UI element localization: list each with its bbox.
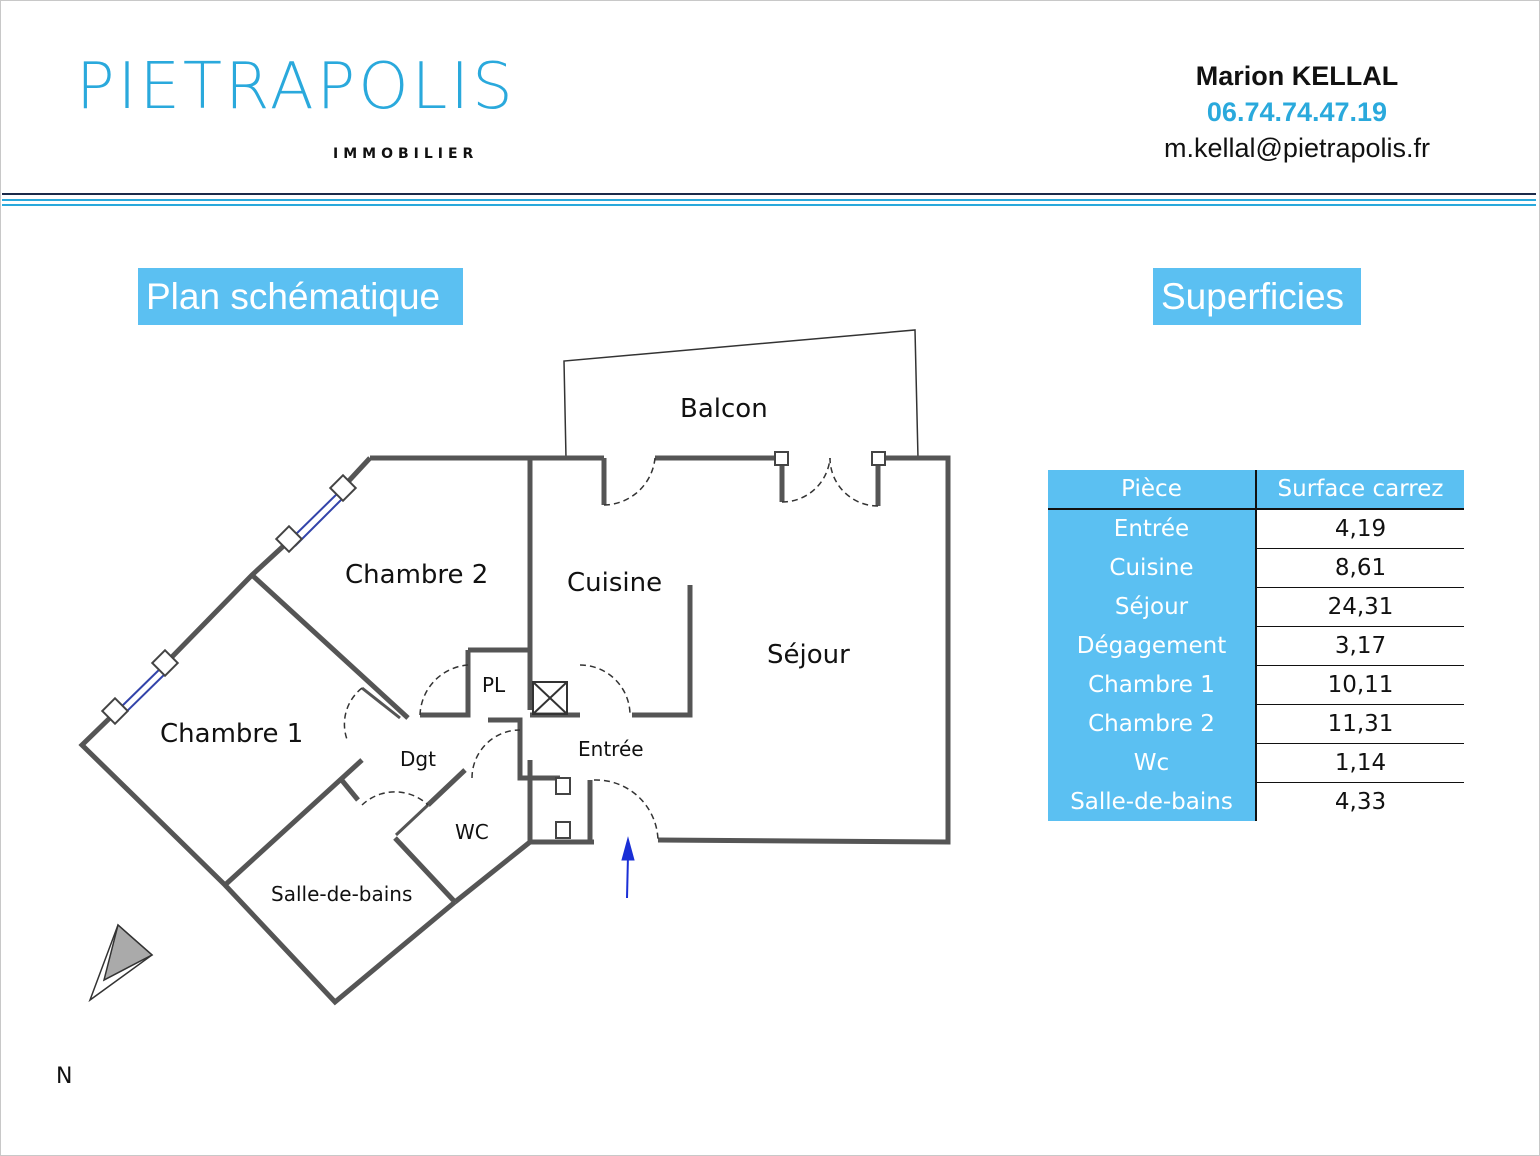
label-wc: WC: [455, 820, 489, 844]
entry-arrow: [621, 836, 635, 899]
wall-cuisine-counter: [632, 585, 693, 718]
label-chambre2: Chambre 2: [345, 560, 488, 590]
label-sejour: Séjour: [767, 640, 850, 670]
label-pl: PL: [482, 673, 506, 697]
table-row: Dégagement 3,17: [1048, 626, 1464, 666]
room-name: Entrée: [1048, 509, 1257, 549]
table-header-row: Pièce Surface carrez: [1048, 470, 1464, 510]
room-surface: 8,61: [1256, 548, 1464, 588]
door-swings: [343, 457, 879, 841]
room-surface: 4,33: [1334, 789, 1387, 815]
label-dgt: Dgt: [400, 747, 436, 771]
table-row: Entrée 4,19: [1048, 509, 1464, 549]
table-row: Cuisine 8,61: [1048, 548, 1464, 588]
wall-sdb-left-stub: [338, 776, 360, 802]
label-balcon: Balcon: [680, 394, 768, 424]
room-name: Séjour: [1048, 587, 1257, 627]
contact-block: Marion KELLAL 06.74.74.47.19 m.kellal@pi…: [1140, 58, 1454, 166]
logo: PIETRAPOLIS: [76, 50, 516, 124]
room-surface: 4,19: [1256, 509, 1464, 549]
wall-sdb-right: [393, 836, 457, 904]
door-jamb-sdb: [394, 803, 430, 837]
table-row: Wc 1,14: [1048, 743, 1464, 783]
table-row: Salle-de-bains 4,33: [1048, 782, 1464, 821]
plan-title-badge: Plan schématique: [138, 268, 463, 325]
logo-subtitle: IMMOBILIER: [333, 146, 479, 162]
contact-phone[interactable]: 06.74.74.47.19: [1206, 97, 1388, 127]
room-surface: 10,11: [1256, 665, 1464, 705]
exterior-wall-top-far: [657, 455, 951, 845]
room-surface: 1,14: [1256, 743, 1464, 783]
room-surface: 3,17: [1256, 626, 1464, 666]
label-chambre1: Chambre 1: [160, 719, 303, 749]
table-row: Chambre 2 11,31: [1048, 704, 1464, 744]
room-name: Dégagement: [1048, 626, 1257, 666]
shaft: [532, 681, 568, 715]
contact-email[interactable]: m.kellal@pietrapolis.fr: [1164, 133, 1430, 163]
header-surface: Surface carrez: [1256, 470, 1464, 510]
door-jamb-ch1: [361, 686, 401, 720]
compass-icon: [88, 923, 154, 1003]
windows: [100, 451, 886, 839]
contact-name: Marion KELLAL: [1195, 61, 1399, 91]
label-entree: Entrée: [578, 737, 644, 761]
label-sdb: Salle-de-bains: [271, 882, 412, 906]
header-piece: Pièce: [1048, 470, 1257, 510]
header-rule-blue-2: [2, 204, 1536, 206]
room-surface: 24,31: [1256, 587, 1464, 627]
table-row: Chambre 1 10,11: [1048, 665, 1464, 705]
exterior-wall-left-upper: [164, 538, 292, 665]
areas-table: Pièce Surface carrez Entrée 4,19 Cuisine…: [1048, 470, 1464, 821]
wall-wc-top: [426, 768, 467, 807]
table-row: Séjour 24,31: [1048, 587, 1464, 627]
room-name: Chambre 2: [1048, 704, 1257, 744]
room-name: Chambre 1: [1048, 665, 1257, 705]
wall-dgt-wc: [488, 717, 560, 781]
room-name: Wc: [1048, 743, 1257, 783]
balcony-outline: [563, 329, 919, 459]
room-name: Salle-de-bains: [1048, 782, 1257, 821]
wall-chambre2-bottom: [250, 573, 410, 720]
areas-title-badge: Superficies: [1153, 268, 1361, 325]
wall-pl-left: [420, 650, 471, 718]
room-name: Cuisine: [1048, 548, 1257, 588]
wall-pl: [468, 647, 533, 710]
header-rule-dark: [2, 193, 1536, 195]
header-rule-blue-1: [2, 199, 1536, 201]
label-cuisine: Cuisine: [567, 568, 662, 598]
exterior-wall-bottom-right: [453, 840, 532, 904]
room-surface: 11,31: [1256, 704, 1464, 744]
north-label: N: [56, 1064, 73, 1089]
